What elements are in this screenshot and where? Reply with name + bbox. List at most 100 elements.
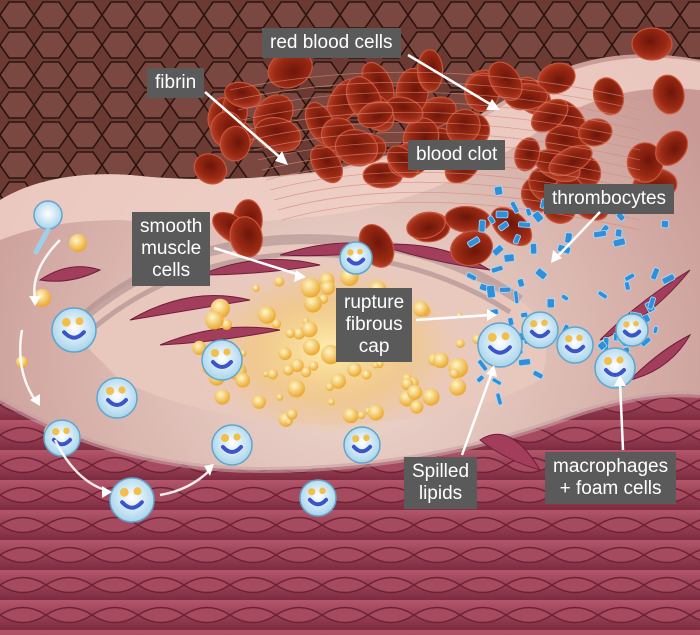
platelet (503, 253, 515, 263)
rupture-fibrous-cap-line-2: fibrous (345, 314, 403, 335)
platelet (624, 272, 636, 282)
macrophage (556, 326, 594, 364)
macrophage (594, 347, 636, 389)
platelet (518, 358, 532, 367)
macrophage (615, 313, 649, 347)
platelet (650, 267, 660, 281)
lipid-droplet (290, 358, 304, 372)
lipid-droplet (448, 378, 467, 396)
macrophage (339, 241, 373, 275)
lipid-droplet (410, 400, 424, 414)
platelet (647, 296, 656, 310)
lipid-droplet (330, 373, 346, 389)
lipid-droplet (286, 408, 298, 420)
platelet (499, 286, 512, 293)
smooth-muscle-cells-label: smooth muscle cells (132, 212, 211, 286)
lipid-droplet (407, 384, 423, 400)
lipid-droplet (342, 407, 359, 424)
platelet (518, 221, 532, 228)
platelet (516, 278, 525, 288)
lipid-droplet (33, 289, 51, 307)
platelet (495, 392, 503, 406)
platelet (564, 232, 573, 244)
platelet (497, 220, 510, 232)
smooth-muscle-cells-line-1: smooth (140, 216, 203, 237)
platelet (486, 284, 496, 299)
lipid-droplet (282, 364, 294, 376)
rupture-fibrous-cap-label: rupture fibrous cap (336, 288, 413, 362)
macrophages-foam-cells-line-2: + foam cells (559, 478, 662, 499)
lipid-droplet (278, 347, 292, 361)
platelet (560, 293, 570, 302)
platelet (660, 219, 670, 229)
lipid-droplet (267, 369, 278, 380)
macrophages-foam-cells-line-1: macrophages (553, 456, 669, 477)
rupture-fibrous-cap-line-3: cap (358, 336, 390, 357)
smooth-muscle-cells-line-3: cells (152, 260, 191, 281)
blood-clot-label: blood clot (408, 140, 506, 170)
lipid-droplet (325, 382, 334, 392)
lipid-droplet (263, 371, 270, 377)
lipid-droplet (252, 284, 260, 292)
lipid-droplet (320, 280, 335, 296)
platelet (520, 311, 529, 319)
lipid-droplet (252, 395, 266, 409)
smooth-muscle-cells-line-2: muscle (141, 238, 202, 259)
red-blood-cell (655, 130, 689, 166)
white-blood-cell (33, 200, 63, 255)
lipid-droplet (301, 321, 318, 338)
platelet (513, 290, 520, 305)
lipid-droplet (327, 398, 335, 406)
lipid-droplet (285, 418, 292, 426)
platelet (597, 290, 608, 300)
platelet (612, 237, 626, 248)
platelet (512, 234, 521, 245)
lipid-droplet (221, 319, 233, 330)
lipid-droplet (258, 306, 276, 324)
red-blood-cell (450, 230, 494, 267)
lipid-droplet (357, 411, 366, 420)
macrophage (299, 479, 337, 517)
fibrin-label: fibrin (147, 68, 205, 98)
lipid-droplet (192, 340, 207, 355)
platelet (525, 207, 533, 217)
platelet (532, 370, 544, 380)
lipid-droplet (367, 404, 384, 421)
lipid-droplet (347, 362, 362, 377)
lipid-droplet (455, 339, 465, 349)
macrophage (343, 426, 381, 464)
macrophage (51, 307, 97, 353)
platelet (493, 185, 504, 196)
macrophage (201, 339, 243, 381)
platelet (529, 242, 538, 255)
platelet (507, 317, 515, 326)
lipid-droplet (287, 379, 306, 398)
thrombocytes-label: thrombocytes (544, 184, 675, 214)
lipid-droplet (320, 344, 341, 365)
lipid-droplet (372, 362, 379, 369)
spilled-lipids-line-1: Spilled (412, 461, 470, 482)
red-blood-cell (406, 211, 446, 240)
lipid-droplet (69, 234, 87, 252)
lipid-droplet (361, 369, 372, 380)
platelet (478, 219, 486, 233)
macrophage (477, 322, 523, 368)
platelet (652, 325, 659, 335)
macrophage (109, 477, 155, 523)
macrophage (211, 424, 253, 466)
lipid-droplet (412, 301, 429, 317)
lipid-droplet (274, 276, 285, 287)
lipid-droplet (235, 372, 251, 388)
lipid-droplet (432, 352, 449, 369)
lipid-droplet (308, 361, 319, 371)
spilled-lipids-line-2: lipids (418, 483, 463, 504)
lipid-droplet (285, 328, 296, 339)
red-blood-cell (514, 137, 541, 172)
lipid-droplet (300, 366, 312, 378)
red-blood-cell (592, 77, 625, 116)
platelet (465, 272, 478, 282)
macrophages-foam-cells-label: macrophages + foam cells (545, 452, 677, 504)
platelet (490, 265, 504, 274)
